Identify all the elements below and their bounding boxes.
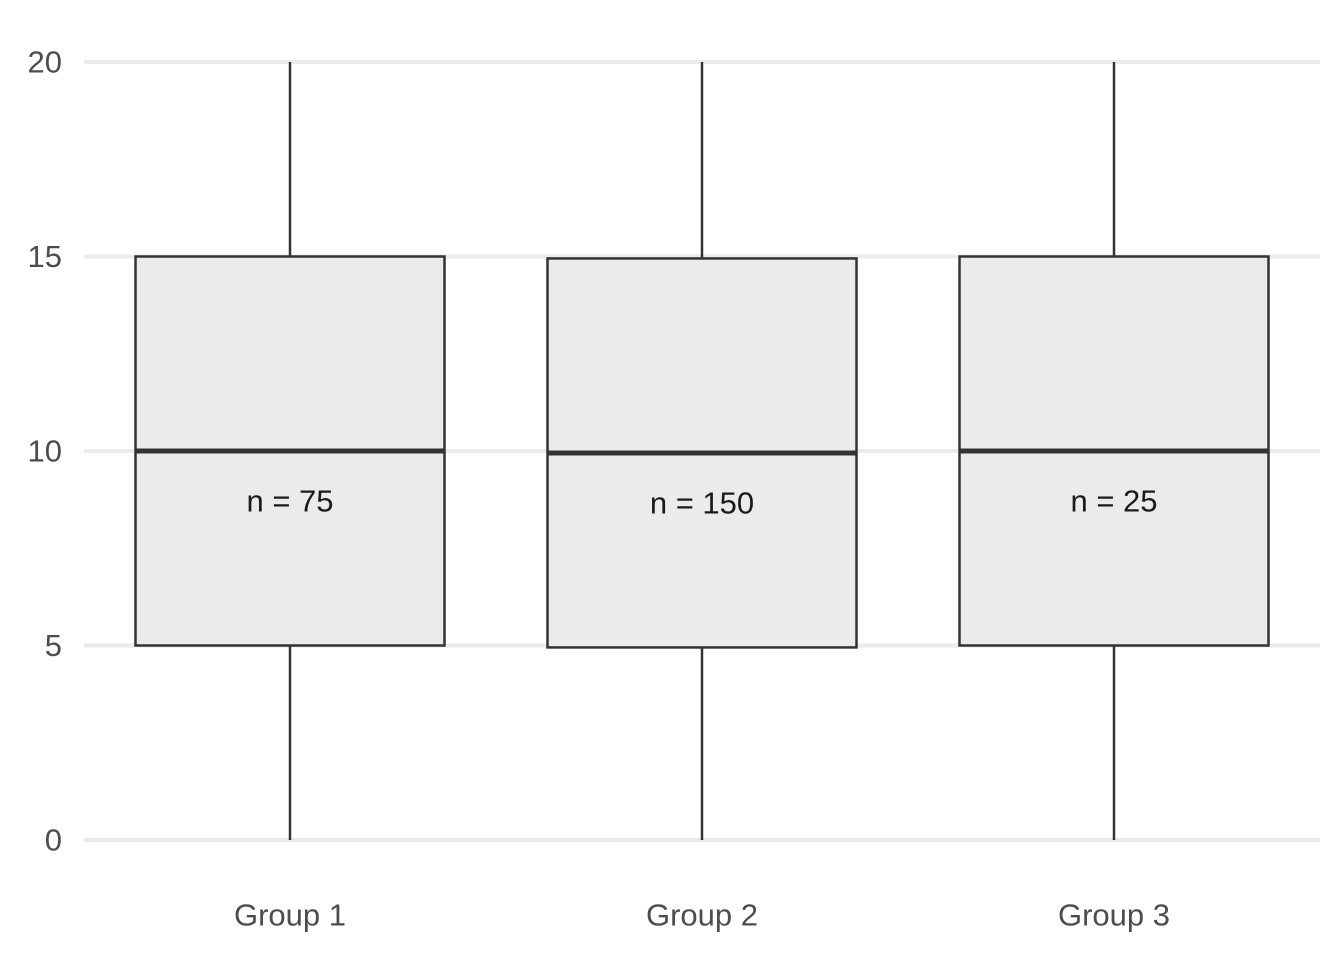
y-tick-label: 10 xyxy=(28,434,62,469)
sample-size-label: n = 150 xyxy=(650,485,754,520)
sample-size-label: n = 25 xyxy=(1070,484,1157,519)
box-group-2: n = 150 xyxy=(546,62,858,840)
y-tick-label: 15 xyxy=(28,239,62,274)
sample-size-label: n = 75 xyxy=(246,484,333,519)
box-group-3: n = 25 xyxy=(958,62,1270,840)
x-tick-label: Group 2 xyxy=(646,898,758,933)
y-tick-label: 5 xyxy=(45,628,62,663)
y-axis-ticks: 0 5 10 15 20 xyxy=(28,45,62,858)
y-tick-label: 20 xyxy=(28,45,62,80)
x-axis-ticks: Group 1 Group 2 Group 3 xyxy=(234,898,1170,933)
x-tick-label: Group 3 xyxy=(1058,898,1170,933)
box-group-1: n = 75 xyxy=(134,62,446,840)
x-tick-label: Group 1 xyxy=(234,898,346,933)
y-tick-label: 0 xyxy=(45,823,62,858)
boxes: n = 75 n = 150 n = 25 xyxy=(134,62,1270,840)
